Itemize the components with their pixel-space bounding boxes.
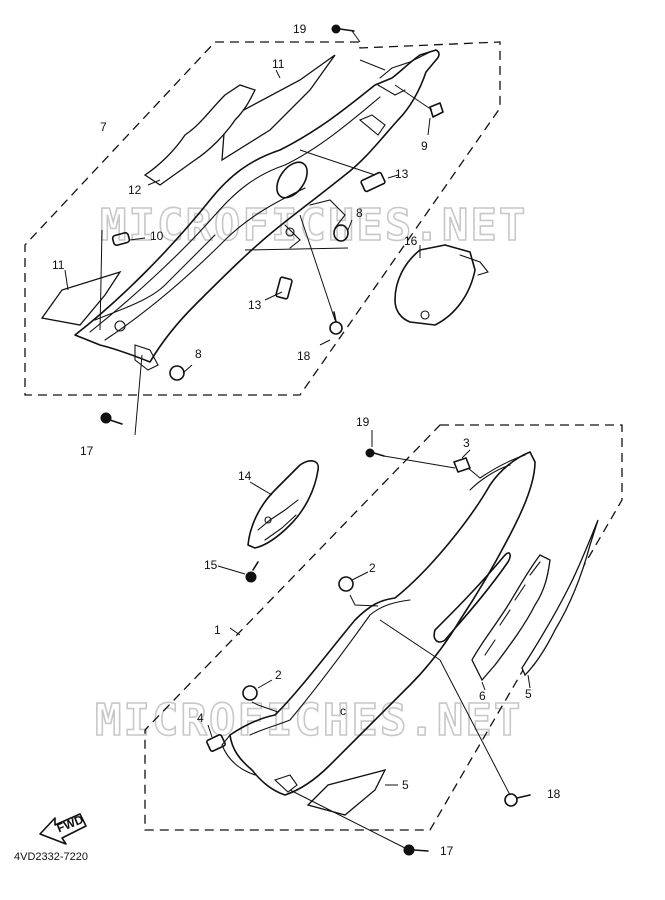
callout-1: 1 <box>214 623 221 637</box>
screw-18-top <box>329 311 343 335</box>
cover-inner-edge-lower <box>104 187 306 341</box>
callout-17-bottom: 17 <box>440 844 454 858</box>
nut-3 <box>453 457 471 473</box>
cover-mark: c <box>340 704 346 718</box>
part-16-tab <box>459 254 489 276</box>
cover-bracket <box>284 199 346 249</box>
cover-inner-edge <box>89 96 381 333</box>
assembly-1-boundary <box>144 424 623 831</box>
cover-logo-recess <box>433 552 511 643</box>
callout-13-top: 13 <box>395 167 409 181</box>
screw-18-bottom <box>504 793 531 807</box>
decal-5-lower <box>306 769 387 816</box>
callout-15: 15 <box>204 558 218 572</box>
watermark-top: MICROFICHES.NET <box>100 200 527 251</box>
callout-6: 6 <box>479 689 486 703</box>
cover-emblem-recess <box>276 161 308 199</box>
screw-19-bottom <box>365 448 385 458</box>
emblem-6 <box>471 554 551 682</box>
cover-seat-edge <box>469 454 526 491</box>
grommet-2-lower <box>242 685 258 701</box>
grommet-hole <box>285 227 295 237</box>
damper-13-upper <box>360 171 386 193</box>
front-tab <box>134 344 159 371</box>
callout-11-left: 11 <box>52 258 65 272</box>
emblem-6-lettering <box>484 561 541 656</box>
screw-15 <box>245 561 259 583</box>
callout-19-bottom: 19 <box>356 415 370 429</box>
callout-18-top: 18 <box>297 349 311 363</box>
watermark-bottom: MICROFICHES.NET <box>95 695 522 746</box>
callout-14: 14 <box>238 469 252 483</box>
grommet-2-upper <box>338 576 354 592</box>
clip-part <box>114 320 126 332</box>
callout-8-top: 8 <box>356 206 363 220</box>
cover-rear-tab <box>377 51 431 96</box>
grommet-8-lower <box>169 365 185 381</box>
callout-8-bottom: 8 <box>195 347 202 361</box>
part-16-cover <box>394 244 476 326</box>
callout-16: 16 <box>404 234 418 248</box>
callout-12: 12 <box>128 183 142 197</box>
fwd-arrow-icon: FWD <box>39 812 87 845</box>
cover-front-edge <box>221 734 256 776</box>
callout-11-top: 11 <box>272 57 285 71</box>
callout-18-bottom: 18 <box>547 787 561 801</box>
leaders-top <box>64 30 433 436</box>
cover-inner-edge <box>249 599 411 736</box>
callout-17-top: 17 <box>80 444 94 458</box>
part-16-hole <box>420 310 430 320</box>
decal-5-upper <box>521 519 599 677</box>
callout-13-bottom: 13 <box>248 298 262 312</box>
callout-3: 3 <box>463 436 470 450</box>
fwd-label: FWD <box>55 812 86 835</box>
emblem-12 <box>143 84 256 186</box>
assembly-7-boundary <box>24 41 501 396</box>
callout-19-top: 19 <box>293 22 307 36</box>
nut-9 <box>429 102 444 118</box>
callout-10: 10 <box>150 229 164 243</box>
screw-17-top <box>100 412 123 425</box>
wire-harness <box>94 234 216 321</box>
part-14-inner <box>257 499 299 541</box>
cover-tab <box>273 774 298 793</box>
callout-2-upper: 2 <box>369 561 376 575</box>
assembly-7-group: 19 11 7 9 13 12 8 10 16 11 13 18 8 17 <box>24 22 501 458</box>
bracket-clip <box>358 114 386 136</box>
callout-7: 7 <box>100 120 107 134</box>
grommet-8-upper <box>333 224 349 242</box>
callout-9: 9 <box>421 139 428 153</box>
part-14-cover <box>247 460 320 549</box>
leaders-bottom <box>207 430 531 849</box>
screw-17-bottom <box>403 844 429 856</box>
right-side-cover <box>229 451 536 796</box>
part-14-hole <box>264 516 272 524</box>
damper-4 <box>206 734 226 752</box>
callout-2-lower: 2 <box>275 668 282 682</box>
screw-19-top <box>331 24 355 34</box>
diagram-part-code: 4VD2332-7220 <box>14 851 89 863</box>
assembly-1-group: c <box>144 415 623 858</box>
callout-4: 4 <box>197 711 204 725</box>
damper-13-lower <box>275 276 293 300</box>
damper-10 <box>111 231 131 247</box>
left-side-cover <box>74 49 440 363</box>
callout-5-right: 5 <box>525 687 532 701</box>
callout-5-bottom: 5 <box>402 778 409 792</box>
